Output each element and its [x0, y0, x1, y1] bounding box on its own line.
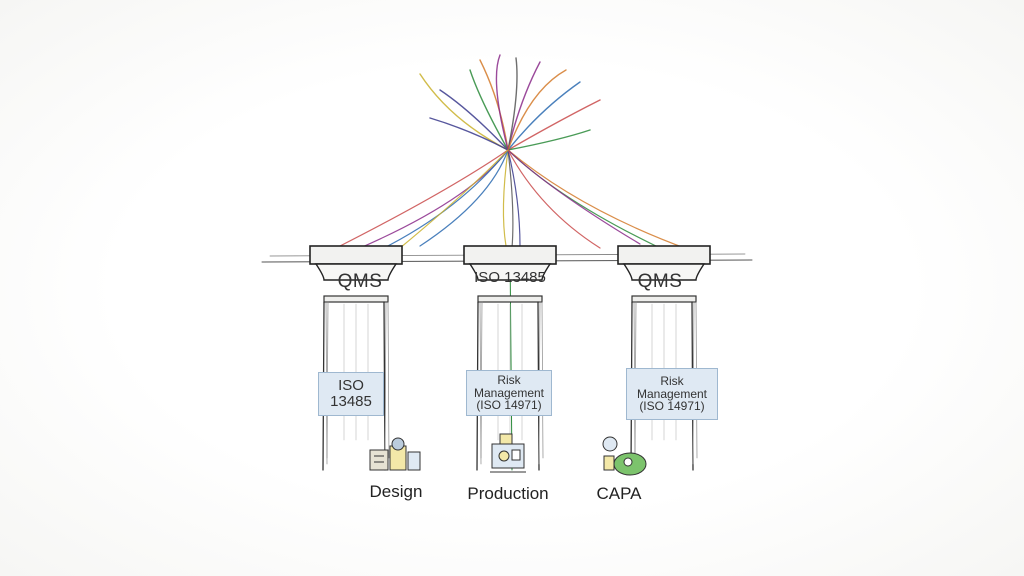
pillar-1 — [309, 245, 403, 471]
root-strand — [379, 149, 509, 251]
pillar-1-capital-label: QMS — [337, 271, 383, 292]
production-icon — [490, 433, 526, 473]
pillar-2-neck — [477, 295, 543, 303]
pillar-3-capital-label: QMS — [637, 271, 683, 292]
pillar-1-shaft-line — [387, 301, 390, 459]
crown-strand — [507, 57, 518, 151]
root-strand — [507, 149, 661, 249]
pillar-1-abacus — [309, 245, 403, 265]
capa-icon — [602, 436, 647, 476]
root-strands — [339, 54, 691, 471]
pillar-1-shaft-line — [384, 301, 387, 465]
pillar-2-box-label: Risk Management (ISO 14971) — [473, 373, 545, 413]
root-strand — [507, 149, 641, 245]
process-label-capa: CAPA — [596, 484, 642, 503]
design-icon — [369, 437, 421, 471]
pillar-3-echinus — [622, 263, 706, 281]
crown-strand — [507, 99, 601, 151]
pillar-2-box: Risk Management (ISO 14971) — [466, 370, 552, 416]
root-strand — [339, 149, 509, 247]
root-strand — [399, 149, 509, 249]
crown-strand — [439, 89, 509, 151]
pillar-3-box: Risk Management (ISO 14971) — [626, 368, 718, 420]
pillar-1-echinus — [314, 263, 398, 281]
pillar-3-neck — [631, 295, 697, 303]
center-strand — [509, 249, 513, 471]
crown-strand — [507, 81, 581, 151]
root-strand — [502, 149, 509, 247]
root-strand — [507, 149, 514, 249]
pillar-1-box: ISO 13485 — [318, 372, 384, 416]
pillar-1-box-label: ISO 13485 — [330, 377, 372, 410]
crown-strand — [507, 129, 591, 151]
pillar-2 — [463, 245, 557, 471]
pillar-2-abacus — [463, 245, 557, 265]
process-label-production: Production — [467, 484, 549, 503]
pillar-2-echinus — [468, 263, 552, 281]
root-strand — [507, 149, 601, 249]
pillar-3-box-label: Risk Management (ISO 14971) — [636, 374, 708, 414]
crown-strand — [469, 69, 509, 151]
crown-strand — [419, 73, 509, 151]
process-label-design: Design — [369, 482, 423, 501]
pillar-3-abacus — [617, 245, 711, 265]
root-strand — [507, 149, 691, 251]
crown-strand — [429, 117, 509, 151]
crown-strand — [507, 69, 567, 151]
root-strand — [507, 149, 521, 247]
pillar-1-neck — [323, 295, 389, 303]
root-strand — [419, 149, 509, 247]
crown-strand — [479, 59, 509, 151]
pillar-2-capital-label: ISO 13485 — [474, 269, 546, 286]
crown-strand — [495, 54, 509, 151]
